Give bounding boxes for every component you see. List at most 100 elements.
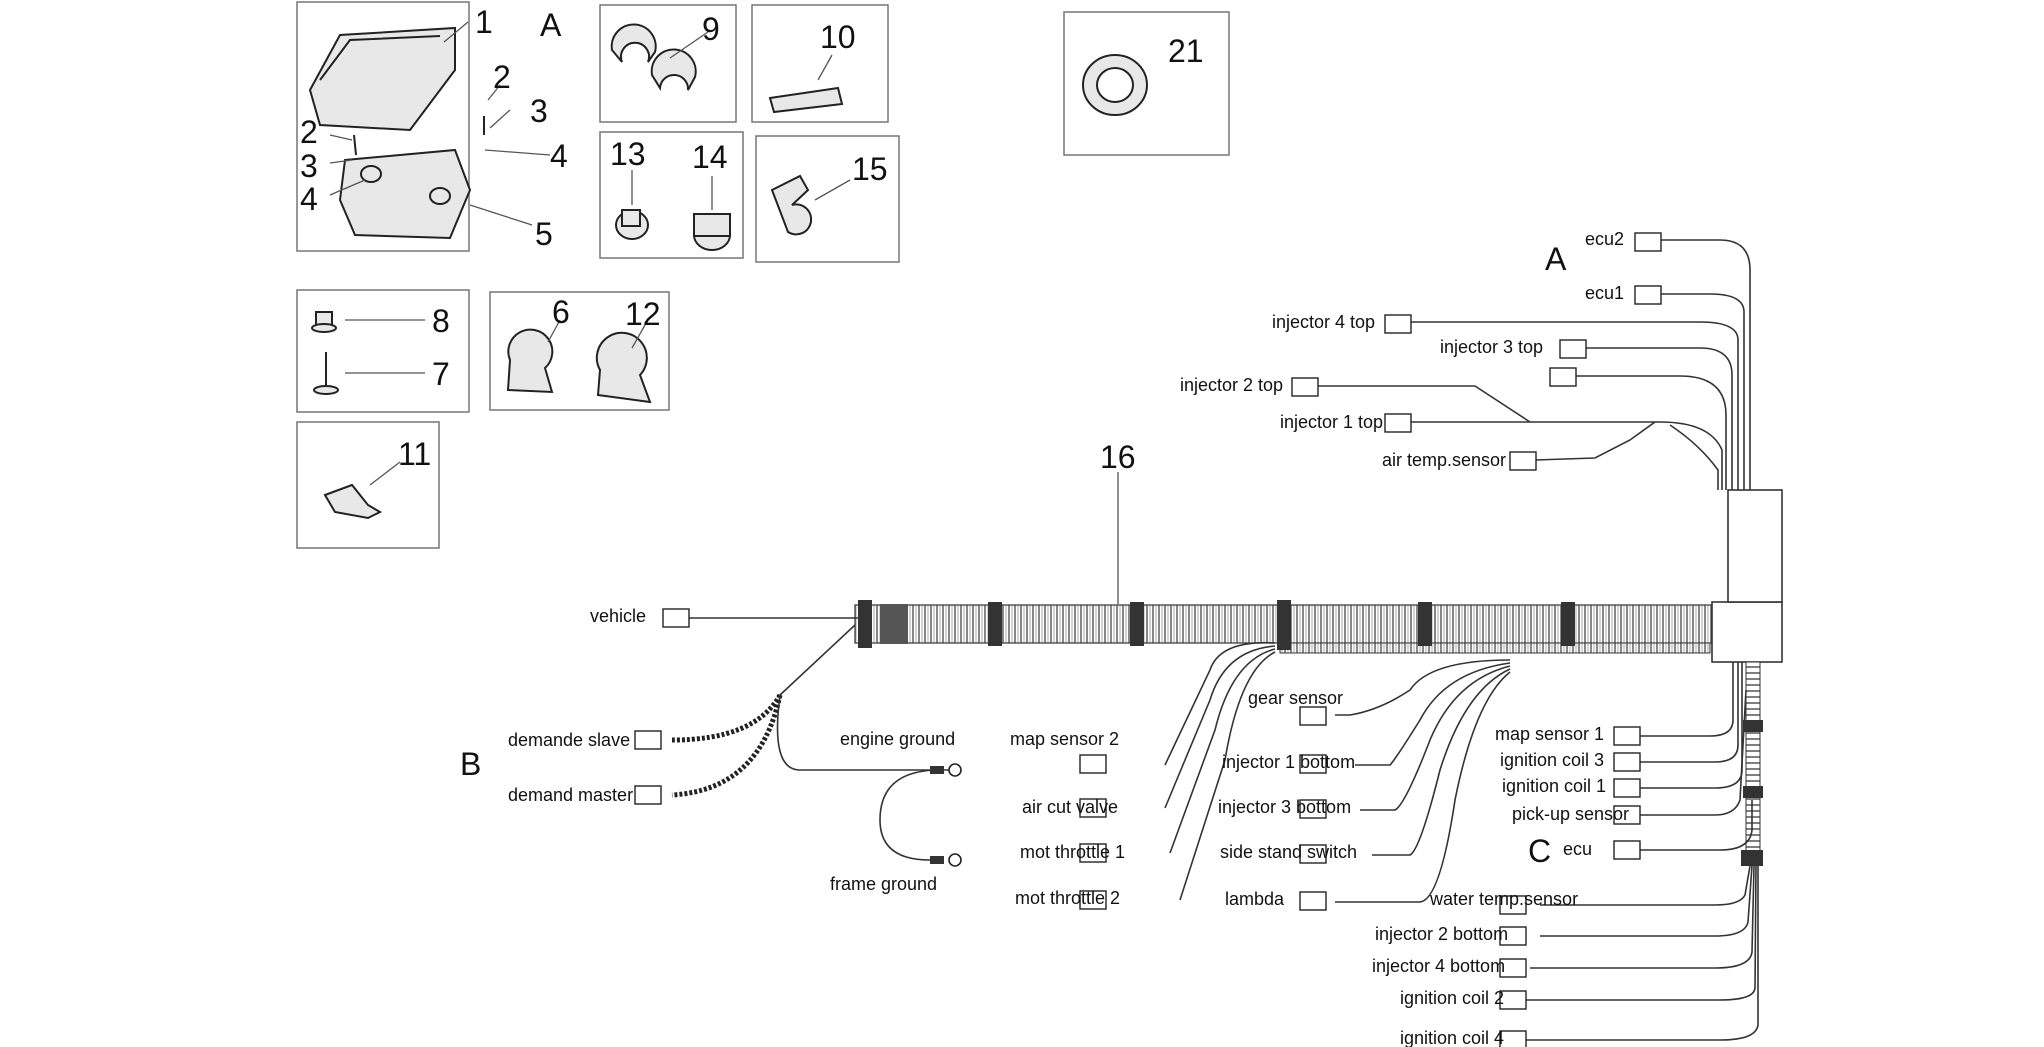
cable-tie-holder-drawing [506,328,554,394]
label-water-temp-sensor: water temp.sensor [1429,889,1578,909]
ignition-coil-3-connector [1613,752,1641,772]
ecu1-connector [1634,285,1662,305]
part-box-13-14 [599,131,744,259]
label-frame-ground: frame ground [830,874,937,894]
callout-7: 7 [432,356,450,392]
part-box-10 [751,4,889,123]
ignition-coil-2-connector [1499,990,1527,1010]
injector-1-bottom-connector [1299,754,1327,774]
clip-holder-drawing [323,483,383,520]
loom-clamp [858,600,872,648]
b-branch-slave [671,693,783,743]
callout-8: 8 [432,303,450,339]
blank-connector [1549,367,1577,387]
injector-3-bottom-connector [1299,799,1327,819]
part-box-11 [296,421,440,549]
mot-throttle-2-connector [1079,890,1107,910]
air-cut-valve-connector [1079,798,1107,818]
junction-block-upper [1727,489,1783,603]
callout-3-left: 3 [300,148,318,184]
connector-labels: ecu2 ecu1 injector 4 top injector 3 top … [508,229,1629,1047]
pick-up-sensor-connector [1613,805,1641,825]
ecu-parts-box [296,1,551,252]
section-letter-a-box: A [540,7,562,43]
ecu-unit-drawing [308,26,456,132]
vertical-loom [1745,661,1761,863]
map-sensor-1-connector [1613,726,1641,746]
callout-15: 15 [852,151,888,187]
callout-16: 16 [1100,439,1136,475]
label-injector-1-top: injector 1 top [1280,412,1383,432]
junction-block [1711,601,1783,663]
part-box-6-12 [489,291,670,411]
callout-9: 9 [702,11,720,47]
label-injector-4-top: injector 4 top [1272,312,1375,332]
callout-2-left: 2 [300,114,318,150]
label-mot-throttle-2: mot throttle 2 [1015,888,1120,908]
callout-13: 13 [610,136,646,172]
label-ignition-coil-4: ignition coil 4 [1400,1028,1504,1047]
callout-6: 6 [552,294,570,330]
callout-4-left: 4 [300,181,318,217]
mot-throttle-1-connector [1079,843,1107,863]
label-injector-2-bottom: injector 2 bottom [1375,924,1508,944]
water-temp-sensor-connector [1499,895,1527,915]
gear-sensor-connector [1299,706,1327,726]
callout-14: 14 [692,139,728,175]
part-box-7-8 [296,289,470,413]
injector-2-top-connector [1291,377,1319,397]
demand-master-connector [634,785,662,805]
label-side-stand-switch: side stand switch [1220,842,1357,862]
ignition-coil-1-connector [1613,778,1641,798]
map-sensor-2-connector [1079,754,1107,774]
injector-2-bottom-connector [1499,926,1527,946]
ecu-connector [1613,840,1641,860]
callout-4-right: 4 [550,138,568,174]
label-ignition-coil-2: ignition coil 2 [1400,988,1504,1008]
section-letter-c: C [1528,833,1551,869]
label-air-cut-valve: air cut valve [1022,797,1118,817]
label-injector-1-bottom: injector 1 bottom [1222,752,1355,772]
callout-3-right: 3 [530,93,548,129]
label-ecu1: ecu1 [1585,283,1624,303]
clip-drawing [610,23,657,63]
label-mot-throttle-1: mot throttle 1 [1020,842,1125,862]
injector-4-top-connector [1384,314,1412,334]
label-ignition-coil-1: ignition coil 1 [1502,776,1606,796]
label-injector-3-top: injector 3 top [1440,337,1543,357]
part-box-21 [1063,11,1230,156]
label-gear-sensor: gear sensor [1248,688,1343,708]
lambda-connector [1299,891,1327,911]
label-ignition-coil-3: ignition coil 3 [1500,750,1604,770]
pushpin-drawing [313,385,339,395]
label-ecu2: ecu2 [1585,229,1624,249]
callout-21: 21 [1168,33,1204,69]
main-harness [671,239,1783,1041]
label-injector-3-bottom: injector 3 bottom [1218,797,1351,817]
injector-3-top-connector [1559,339,1587,359]
section-letter-a: A [1545,241,1567,277]
callout-5: 5 [535,216,553,252]
part-box-9 [599,4,737,123]
label-pick-up-sensor: pick-up sensor [1512,804,1629,824]
ignition-coil-4-connector [1499,1030,1527,1047]
demande-slave-connector [634,730,662,750]
vehicle-connector [662,608,690,628]
bracket-clamp-drawing [770,174,813,236]
injector-1-top-connector [1384,413,1412,433]
callout-12: 12 [625,296,661,332]
air-temp-sensor-connector [1509,451,1537,471]
ecu2-connector [1634,232,1662,252]
injector-4-bottom-connector [1499,958,1527,978]
tube-drawing [768,86,844,114]
label-demand-master: demand master [508,785,633,805]
label-injector-2-top: injector 2 top [1180,375,1283,395]
section-letter-b: B [460,746,481,782]
grommet-drawing [360,165,382,183]
connector-boxes [634,232,1662,1047]
label-map-sensor-2: map sensor 2 [1010,729,1119,749]
label-injector-4-bottom: injector 4 bottom [1372,956,1505,976]
label-lambda: lambda [1225,889,1285,909]
callout-1: 1 [475,4,493,40]
callout-11: 11 [398,436,431,472]
